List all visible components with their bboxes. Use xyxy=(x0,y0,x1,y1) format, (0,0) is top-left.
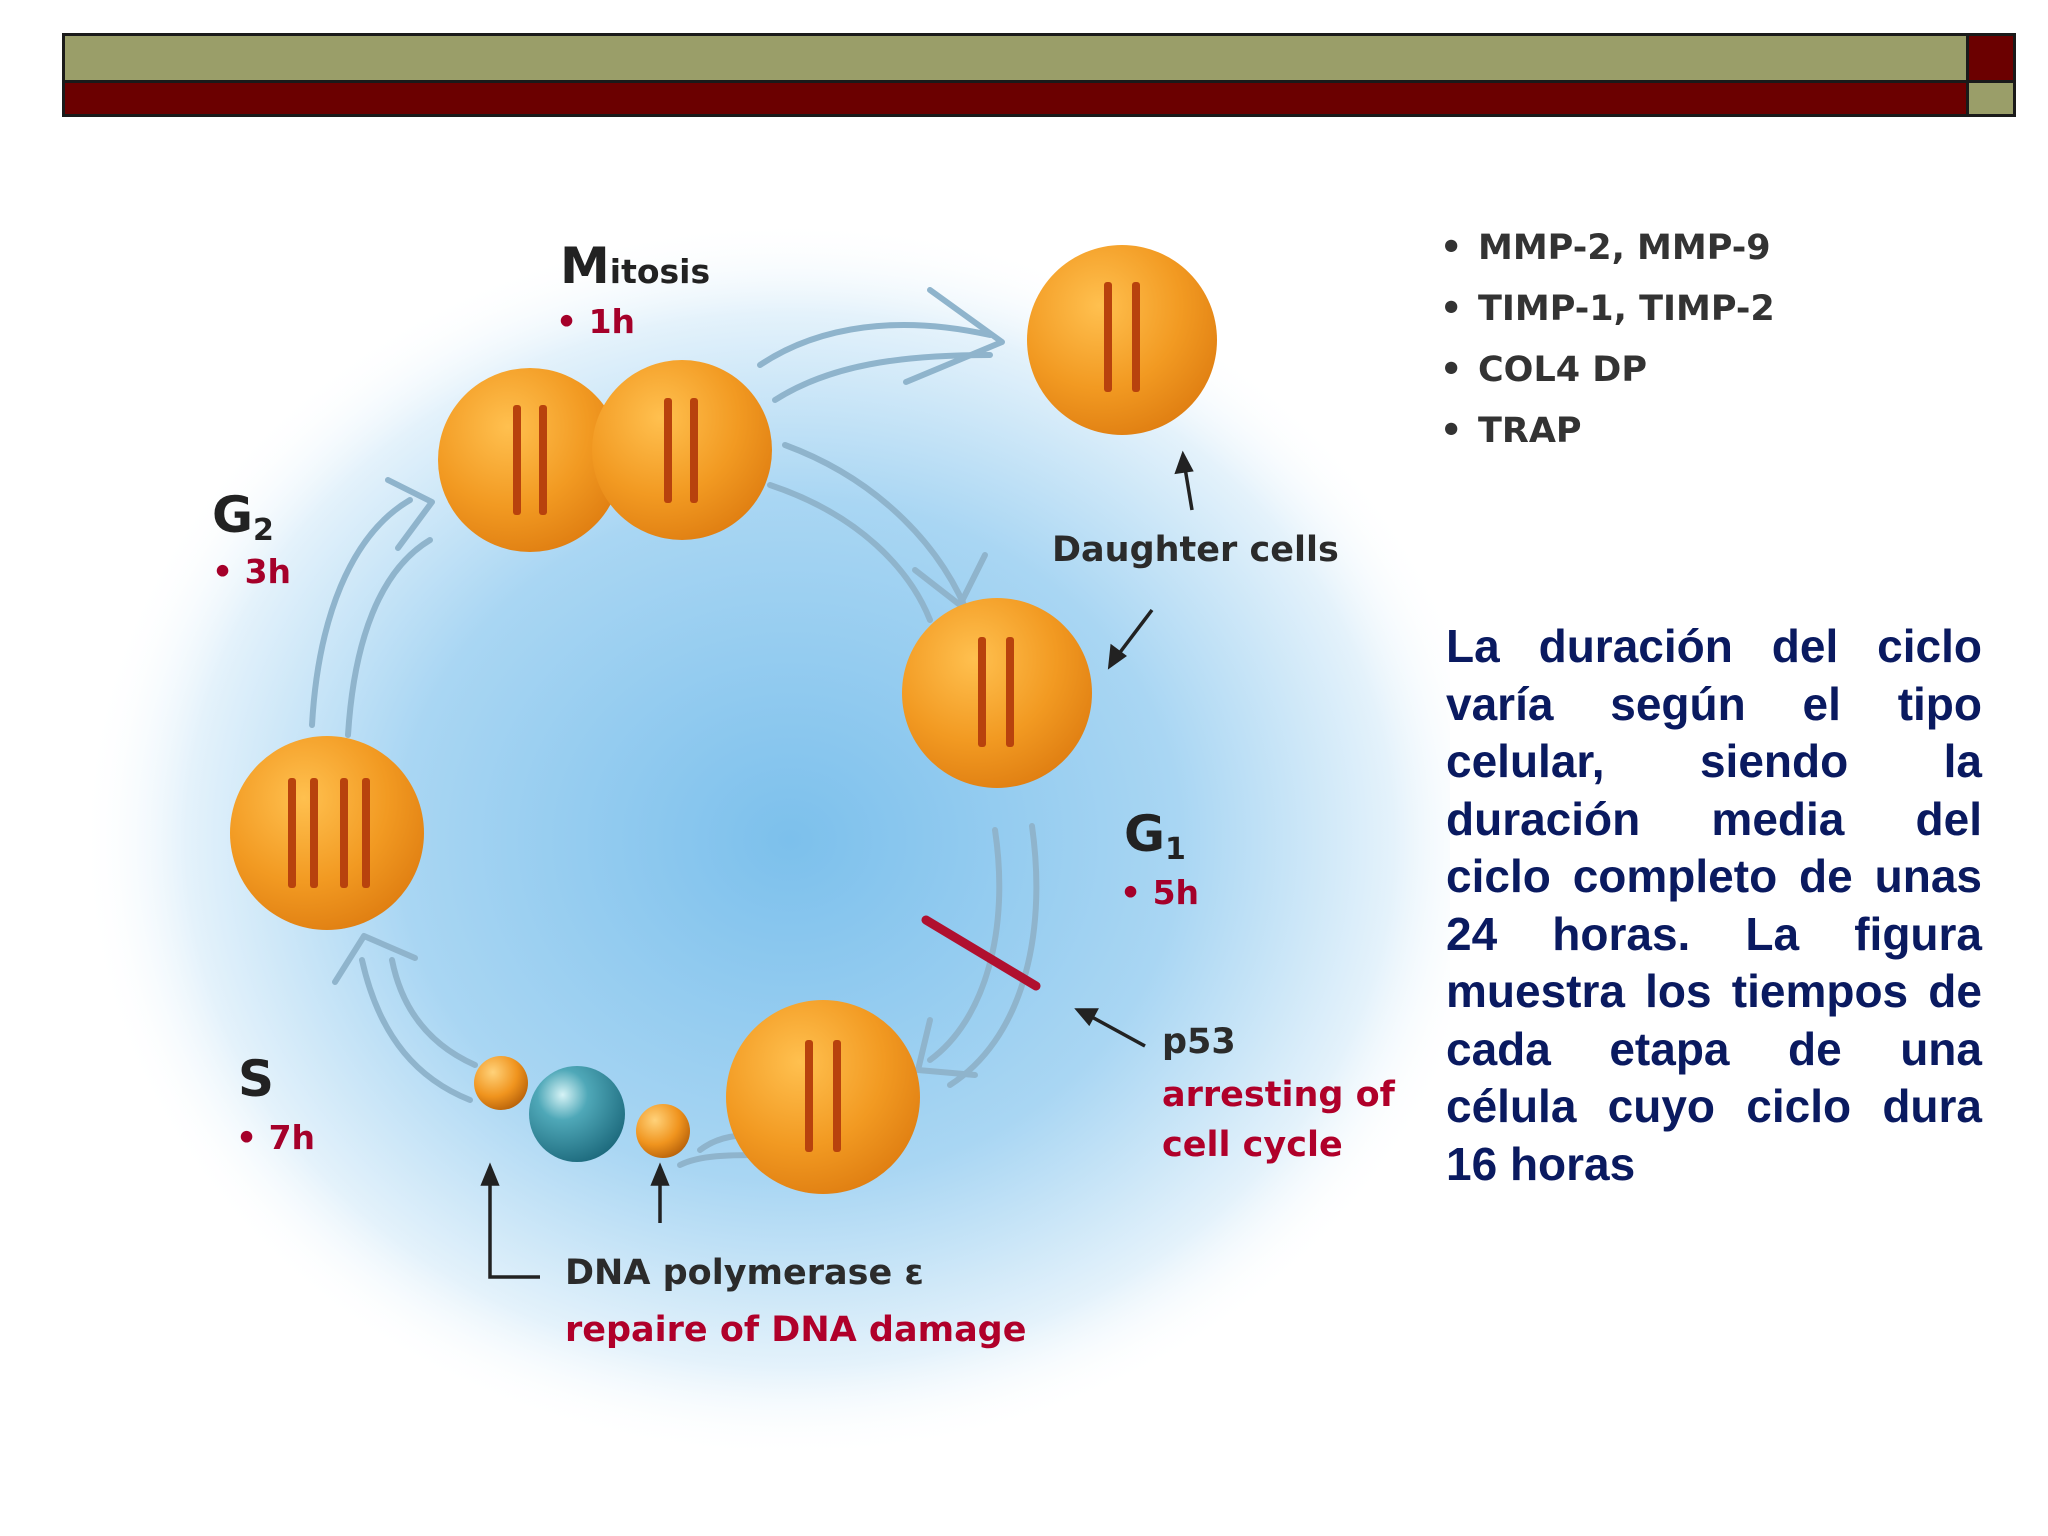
cell-g2 xyxy=(230,736,424,930)
title-bar xyxy=(62,33,2016,119)
duration-g2: • 3h xyxy=(212,552,292,591)
duration-g1: • 5h xyxy=(1120,873,1200,912)
marker-item: • MMP-2, MMP-9 xyxy=(1440,218,1775,279)
g2-arrowhead xyxy=(385,477,435,551)
polymerase-subunit-left xyxy=(474,1056,528,1110)
duration-mitosis: • 1h xyxy=(556,302,636,341)
p53-function-line1: arresting of xyxy=(1162,1075,1395,1115)
s-arrow-inner xyxy=(389,957,478,1068)
t-arrow-outer xyxy=(757,322,993,368)
cell-cycle-diagram: Mitosis • 1h G2 • 3h G1 • 5h S • 7h Daug… xyxy=(0,150,1450,1450)
polymerase-subunit-right xyxy=(636,1104,690,1158)
p53-block-line xyxy=(921,915,1041,991)
marker-item: • COL4 DP xyxy=(1440,340,1775,401)
m-arrow-outer xyxy=(782,442,973,623)
cell-daughter-g1 xyxy=(902,598,1092,788)
cell-daughter-top xyxy=(1027,245,1217,435)
p53-function-line2: cell cycle xyxy=(1162,1125,1343,1165)
description-text: La duración del ciclo varía según el tip… xyxy=(1446,620,1982,1190)
cell-mitosis-right xyxy=(592,360,772,540)
pointer-daughter-g1 xyxy=(1116,608,1154,657)
m-arrowhead xyxy=(912,552,988,608)
bullet: • xyxy=(1440,228,1463,268)
marker-list: • MMP-2, MMP-9 • TIMP-1, TIMP-2 • COL4 DP •… xyxy=(1440,218,1775,462)
t-arrowhead xyxy=(903,287,1005,385)
marker-item: • TIMP-1, TIMP-2 xyxy=(1440,279,1775,340)
bullet: • xyxy=(1440,411,1463,451)
g2-arrow-outer xyxy=(309,497,413,728)
marker-text: MMP-2, MMP-9 xyxy=(1478,228,1771,268)
pointer-p53 xyxy=(1089,1014,1146,1048)
phase-label-g2: G2 xyxy=(212,486,274,548)
cell-s-phase xyxy=(726,1000,920,1194)
cell-mitosis-left xyxy=(438,368,622,552)
marker-text: TIMP-1, TIMP-2 xyxy=(1478,289,1775,329)
duration-s: • 7h xyxy=(236,1118,316,1157)
polymerase-core xyxy=(529,1066,625,1162)
dna-polymerase-function: repaire of DNA damage xyxy=(565,1310,1027,1350)
cycle-halo xyxy=(80,220,1450,1450)
phase-label-s: S xyxy=(238,1050,275,1108)
title-bar-corner-maroon xyxy=(1966,33,2016,83)
p53-label: p53 xyxy=(1162,1022,1236,1062)
title-bar-corner-olive xyxy=(1966,83,2016,117)
pointer-arrows xyxy=(480,450,1194,1279)
dna-polymerase-label: DNA polymerase ε xyxy=(565,1253,924,1293)
t-arrow-inner xyxy=(772,352,993,403)
pointer-polymerase-left xyxy=(488,1180,540,1279)
m-arrow-inner xyxy=(767,482,933,623)
bullet: • xyxy=(1440,350,1463,390)
phase-label-g1: G1 xyxy=(1124,805,1186,867)
cell-cycle-graphic xyxy=(80,220,1450,1450)
title-bar-olive-band xyxy=(62,33,1970,83)
g2-arrow-inner xyxy=(345,537,433,738)
g1-arrowhead xyxy=(915,1017,978,1078)
marker-text: COL4 DP xyxy=(1478,350,1647,390)
s-arrowhead xyxy=(332,933,418,985)
g1-arrow-outer xyxy=(927,827,1003,1063)
phase-label-mitosis: Mitosis xyxy=(560,237,711,295)
bullet: • xyxy=(1440,289,1463,329)
title-bar-maroon-band xyxy=(62,83,1970,117)
daughter-cells-label: Daughter cells xyxy=(1052,530,1339,570)
s-arrow-outer xyxy=(359,957,473,1103)
marker-text: TRAP xyxy=(1478,411,1582,451)
marker-item: • TRAP xyxy=(1440,401,1775,462)
pointer-daughter-top xyxy=(1183,467,1194,511)
